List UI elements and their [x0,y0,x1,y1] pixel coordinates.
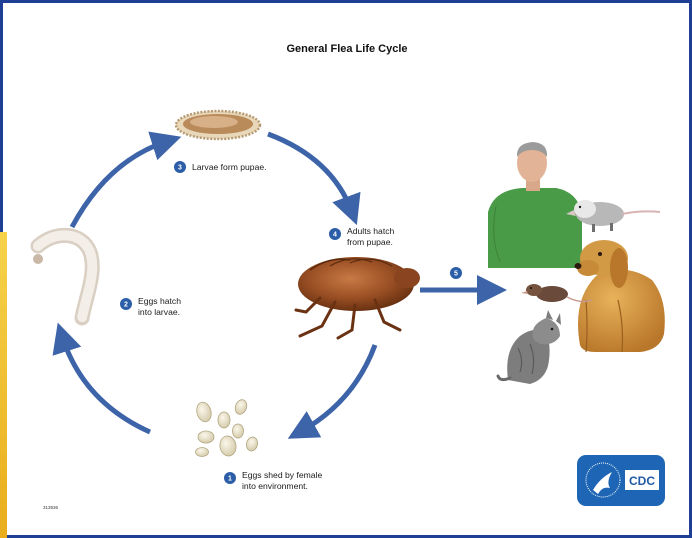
figure-code: 313936 [43,505,59,510]
step-3: 3 Larvae form pupae. [174,161,267,173]
arrow-adult-to-eggs [300,345,375,432]
step-label-2: Eggs hatch [138,296,181,306]
adult-flea-icon [296,257,420,338]
step-label-2b: into larvae. [138,307,180,317]
larva-icon [33,235,92,318]
flea-egg-icon [195,398,259,457]
step-label-1: Eggs shed by female [242,470,322,480]
arrow-larvae-to-pupae [72,141,168,227]
arrow-eggs-to-larvae [62,336,150,432]
arrow-pupae-to-adult [268,134,352,212]
step-label-4b: from pupae. [347,237,393,247]
diagram-title: General Flea Life Cycle [286,43,407,55]
human-host-icon [488,142,582,268]
step-label-1b: into environment. [242,481,308,491]
step-number-2: 2 [124,302,128,309]
step-number-5: 5 [454,271,458,278]
step-5: 5 [450,267,462,279]
cycle-arrows [62,134,493,432]
pupa-icon [176,111,260,139]
step-number-1: 1 [228,476,232,483]
step-label-4: Adults hatch [347,226,395,236]
cat-icon [498,310,561,384]
step-number-4: 4 [333,232,337,239]
step-number-3: 3 [178,165,182,172]
step-1: 1 Eggs shed by female into environment. [224,470,322,491]
rat-icon [521,284,592,302]
cdc-logo-text: CDC [629,474,655,488]
step-2: 2 Eggs hatch into larvae. [120,296,181,317]
step-label-3: Larvae form pupae. [192,162,267,172]
dog-icon [575,240,665,352]
cdc-logo: CDC [577,455,665,506]
step-4: 4 Adults hatch from pupae. [329,226,395,247]
accent-strip [0,232,7,538]
